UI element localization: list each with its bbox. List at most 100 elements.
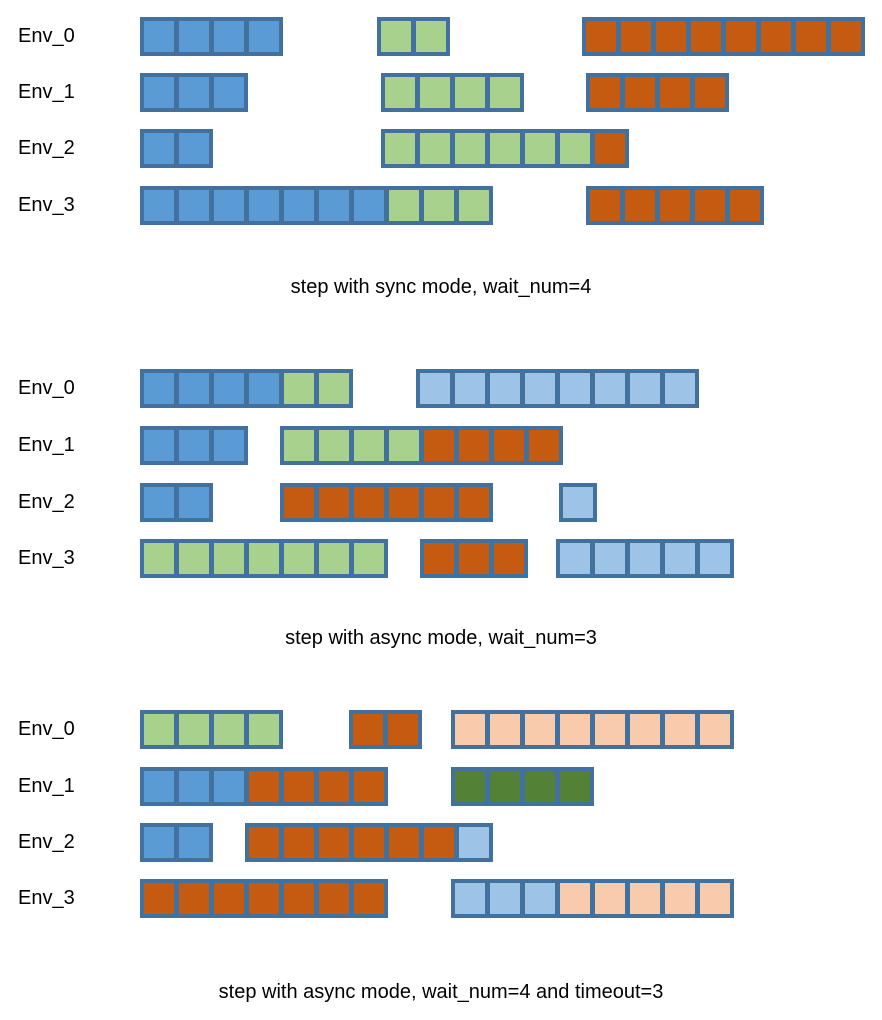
step-cell-orange [354,487,384,518]
step-cell-blue [144,77,174,108]
step-cell-green [179,543,209,574]
step-cell-peach [560,714,590,745]
step-cell-blue [144,373,174,404]
step-cell-lightblue [525,883,555,914]
step-cell-green [560,133,590,164]
step-cell-lightblue [630,373,660,404]
step-cell-orange [214,883,244,914]
step-cell-green [420,133,450,164]
env-label-async-wait4-timeout3-env_1: Env_1 [18,775,75,797]
step-cell-orange [796,21,826,52]
step-bar [420,539,528,578]
step-cell-orange [179,883,209,914]
step-cell-orange [319,487,349,518]
env-label-sync-wait4-env_3: Env_3 [18,194,75,216]
step-bar [451,767,594,806]
step-cell-green [459,190,489,221]
step-cell-blue [179,133,209,164]
step-cell-green [284,430,314,461]
step-cell-lightblue [459,827,489,858]
step-cell-orange [389,487,419,518]
step-cell-blue [144,133,174,164]
step-cell-peach [665,714,695,745]
step-cell-green [385,77,415,108]
step-cell-lightblue [560,373,590,404]
step-cell-orange [695,190,725,221]
step-cell-peach [630,714,660,745]
step-cell-orange [319,827,349,858]
step-cell-orange [494,543,524,574]
step-bar [586,73,729,112]
step-cell-green [354,430,384,461]
step-bar [559,483,597,522]
step-cell-orange [319,883,349,914]
step-cell-orange [831,21,861,52]
step-cell-lightblue [595,373,625,404]
env-label-async-wait3-env_3: Env_3 [18,547,75,569]
step-cell-peach [525,714,555,745]
caption-async-wait3: step with async mode, wait_num=3 [285,627,597,649]
step-bar [381,73,524,112]
step-cell-orange [389,827,419,858]
step-cell-green [420,77,450,108]
step-bar [140,823,213,862]
step-cell-blue [249,373,279,404]
step-cell-blue [319,190,349,221]
step-cell-darkgreen [525,771,555,802]
caption-async-wait4-timeout3: step with async mode, wait_num=4 and tim… [218,981,664,1003]
step-bar [416,369,699,408]
step-cell-orange [590,77,620,108]
step-cell-orange [691,21,721,52]
step-bar [349,710,422,749]
step-cell-orange [424,543,454,574]
step-cell-darkgreen [455,771,485,802]
step-cell-green [385,133,415,164]
step-cell-blue [144,21,174,52]
step-cell-orange [459,543,489,574]
step-bar [140,426,248,465]
step-cell-orange [424,430,454,461]
step-cell-lightblue [490,883,520,914]
step-cell-orange [726,21,756,52]
step-cell-lightblue [490,373,520,404]
step-cell-blue [144,827,174,858]
step-cell-green [424,190,454,221]
step-cell-blue [179,77,209,108]
step-cell-orange [354,883,384,914]
step-cell-peach [595,883,625,914]
step-bar [140,767,388,806]
step-cell-peach [630,883,660,914]
step-cell-darkgreen [490,771,520,802]
step-cell-blue [214,771,244,802]
step-cell-lightblue [665,543,695,574]
step-cell-orange [595,133,625,164]
step-cell-blue [214,373,244,404]
step-bar [140,73,248,112]
step-cell-orange [424,827,454,858]
step-bar [451,710,734,749]
step-cell-lightblue [455,883,485,914]
step-cell-green [249,543,279,574]
step-cell-green [214,543,244,574]
env-label-async-wait3-env_2: Env_2 [18,491,75,513]
env-label-sync-wait4-env_0: Env_0 [18,25,75,47]
step-bar [586,186,764,225]
step-cell-orange [284,771,314,802]
caption-sync-wait4: step with sync mode, wait_num=4 [290,276,592,298]
step-cell-orange [319,771,349,802]
step-cell-green [490,133,520,164]
step-cell-green [284,543,314,574]
step-bar [140,483,213,522]
step-cell-orange [354,771,384,802]
step-cell-green [381,21,411,52]
step-bar [245,823,493,862]
step-cell-blue [354,190,384,221]
step-cell-green [144,714,174,745]
step-cell-blue [144,771,174,802]
step-cell-lightblue [563,487,593,518]
step-cell-orange [656,21,686,52]
step-bar [140,539,388,578]
env-label-async-wait3-env_1: Env_1 [18,434,75,456]
step-cell-orange [621,21,651,52]
